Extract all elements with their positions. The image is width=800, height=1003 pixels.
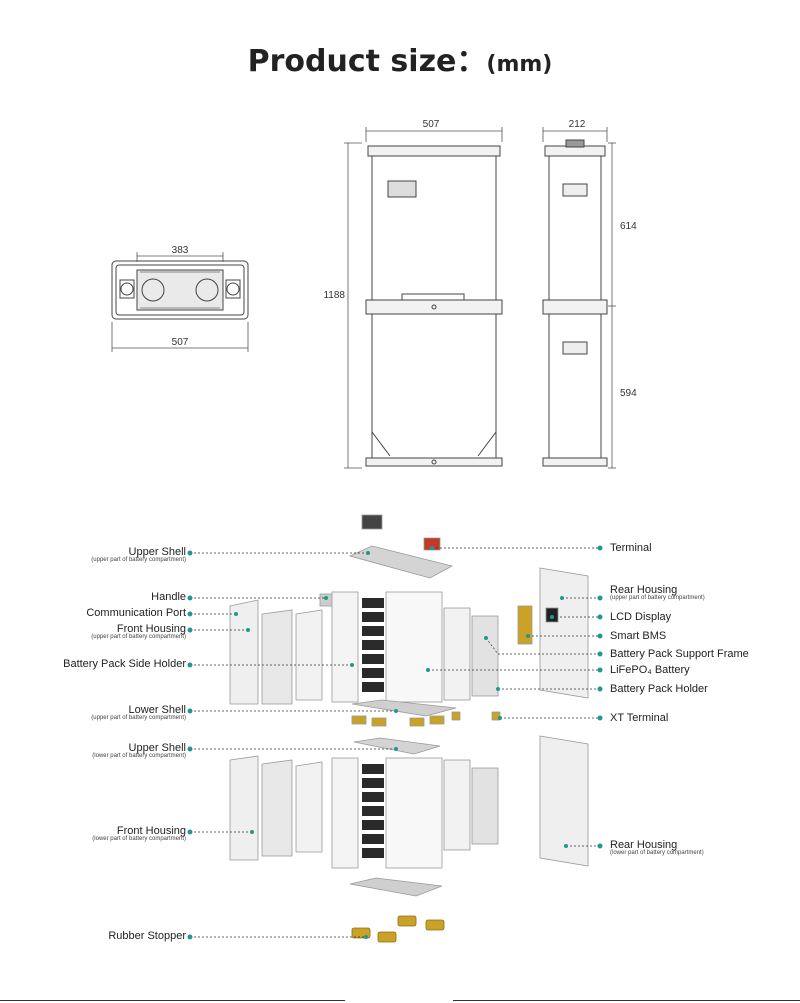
upper-battery-cells — [362, 598, 384, 692]
label-lifepo4-battery: LiFePO₄ Battery — [610, 664, 690, 676]
label-battery-pack-holder: Battery Pack Holder — [610, 683, 708, 695]
label-rear-housing-upper: Rear Housing(upper part of battery compa… — [610, 584, 705, 601]
dim-side-depth: 212 — [569, 119, 586, 130]
leader-dots — [187, 545, 603, 940]
top-view-dim-lines — [111, 252, 249, 352]
label-front-housing-lower: Front Housing(lower part of battery comp… — [92, 825, 186, 842]
top-view-drawing — [111, 260, 249, 320]
label-upper-shell-lower: Upper Shell(lower part of battery compar… — [92, 742, 186, 759]
label-battery-pack-side-holder: Battery Pack Side Holder — [63, 658, 186, 670]
label-upper-shell-upper: Upper Shell(upper part of battery compar… — [91, 546, 186, 563]
label-rubber-stopper: Rubber Stopper — [108, 930, 186, 942]
exploded-view — [229, 514, 589, 943]
bottom-rule-gap — [345, 999, 453, 1003]
label-battery-pack-support-frame: Battery Pack Support Frame — [610, 648, 749, 660]
dim-front-width: 507 — [423, 119, 440, 130]
label-lcd-display: LCD Display — [610, 611, 672, 623]
dim-side-lower: 594 — [620, 388, 637, 399]
side-view-drawing — [542, 139, 608, 467]
front-view-dim-lines — [344, 127, 503, 469]
side-view-dim-lines — [542, 127, 616, 469]
leader-lines — [190, 547, 600, 938]
dim-front-height: 1188 — [323, 290, 345, 301]
label-handle: Handle — [151, 591, 186, 603]
label-smart-bms: Smart BMS — [610, 630, 667, 642]
title-main: Product size： — [247, 44, 487, 79]
label-rear-housing-lower: Rear Housing(lower part of battery compa… — [610, 839, 704, 856]
label-lower-shell-upper: Lower Shell(upper part of battery compar… — [91, 704, 186, 721]
label-xt-terminal: XT Terminal — [610, 712, 669, 724]
dim-top-width: 383 — [172, 245, 189, 256]
rubber-stoppers — [351, 915, 445, 943]
label-front-housing-upper: Front Housing(upper part of battery comp… — [91, 623, 186, 640]
front-view-drawing — [365, 145, 503, 467]
label-communication-port: Communication Port — [86, 607, 186, 619]
label-terminal: Terminal — [610, 542, 652, 554]
title-unit: (mm) — [486, 52, 553, 77]
dim-side-upper: 614 — [620, 221, 637, 232]
lower-battery-cells — [362, 764, 384, 858]
page-title: Product size：(mm) — [0, 36, 800, 80]
dim-top-depth: 507 — [172, 337, 189, 348]
